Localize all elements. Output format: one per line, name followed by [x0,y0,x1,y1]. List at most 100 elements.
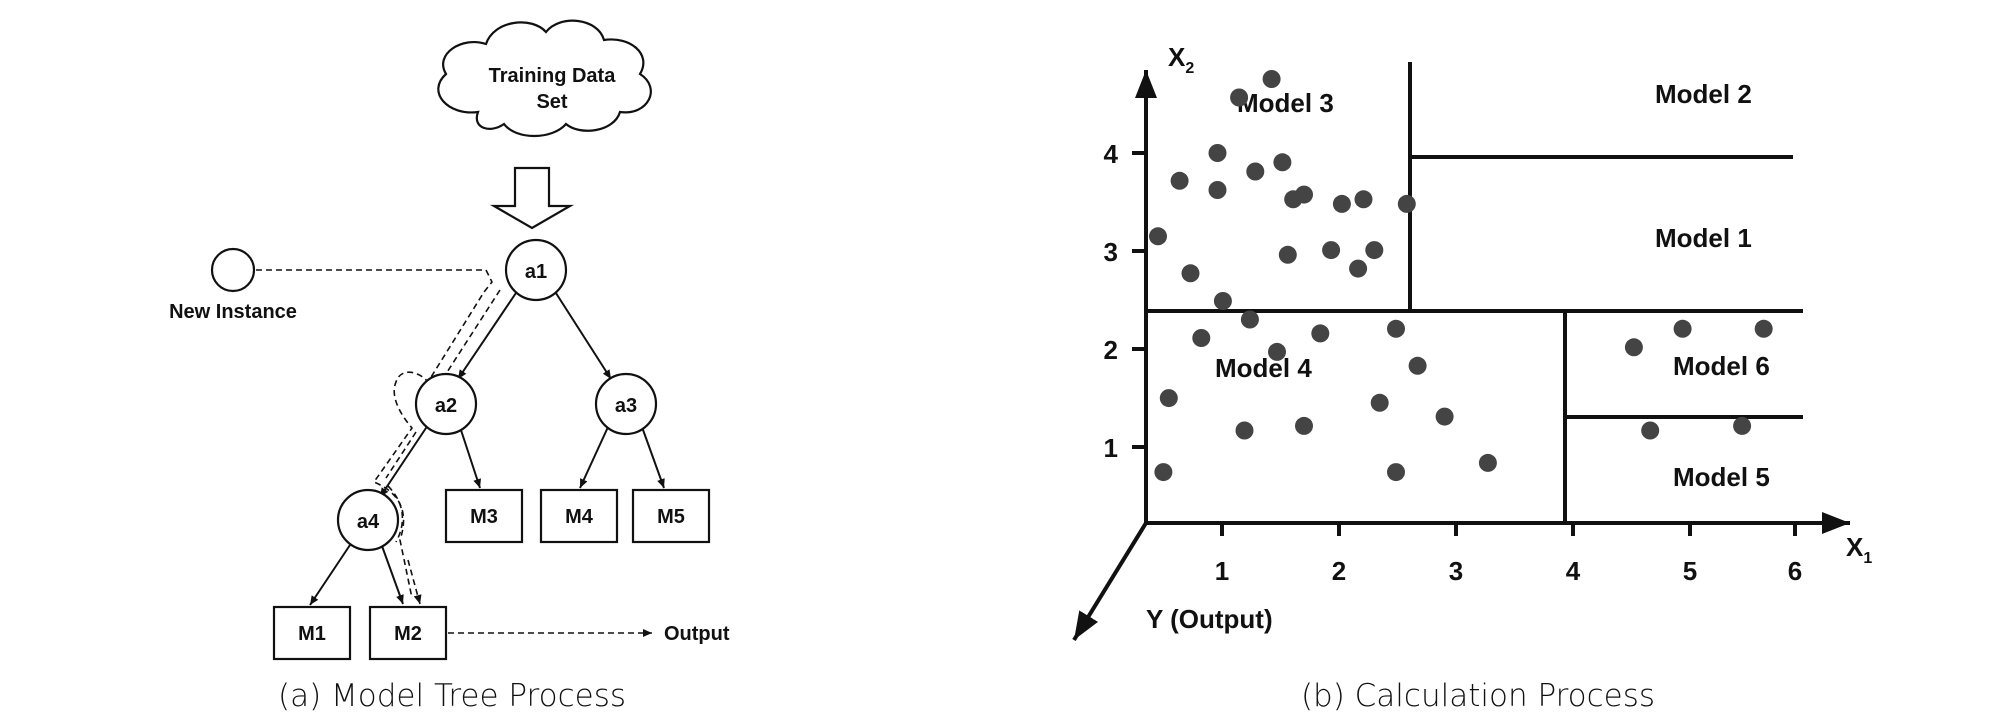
scatter-point-22 [1268,342,1286,361]
scatter-point-19 [1365,241,1384,260]
scatter-point-26 [1159,389,1178,408]
region-model-5: Model 5 [1673,462,1770,492]
scatter-point-7 [1181,264,1200,283]
scatter-point-34 [1624,338,1643,357]
caption-b: (b) Calculation Process [1301,678,1655,714]
scatter-point-12 [1246,162,1265,181]
leaf-m1: M1 [272,605,352,661]
scatter-point-8 [1213,292,1232,310]
caption-a: (a) Model Tree Process [278,678,626,714]
region-model-3: Model 3 [1237,88,1334,118]
x2-axis-label: X2 [1168,42,1194,77]
leaf-m5: M5 [631,488,711,544]
instance-path-to-m2 [407,559,422,605]
leaf-m3: M3 [444,488,524,544]
x-tick-6: 6 [1788,556,1802,586]
scatter-point-3 [1208,181,1227,199]
scatter-point-29 [1370,393,1389,412]
region-model-1: Model 1 [1655,223,1752,253]
y-tick-1: 1 [1104,433,1118,463]
y-tick-3: 3 [1104,237,1118,267]
scatter-point-2 [1262,70,1281,88]
scatter-point-38 [1733,416,1752,435]
scatter-point-17 [1397,194,1416,213]
scatter-point-31 [1154,463,1173,482]
node-a4: a4 [336,488,400,552]
scatter-point-23 [1311,324,1330,343]
x-tick-3: 3 [1449,556,1463,586]
region-model-6: Model 6 [1673,351,1770,381]
edge-a3-m5 [641,426,665,489]
y-output-label: Y (Output) [1146,604,1273,634]
scatter-point-24 [1387,319,1405,338]
scatter-point-21 [1192,329,1211,347]
leaf-m2-label: M2 [394,623,422,645]
y-tick-2: 2 [1104,335,1118,365]
node-a1: a1 [504,238,568,302]
node-a3-label: a3 [615,395,637,417]
y-tick-4: 4 [1104,139,1119,169]
x-tick-2: 2 [1332,556,1346,586]
scatter-point-1 [1230,88,1249,107]
leaf-m4: M4 [539,488,619,544]
scatter-point-30 [1435,407,1454,426]
leaf-m1-label: M1 [298,623,326,645]
new-instance-label: New Instance [169,301,297,323]
training-data-label-line2: Set [536,91,567,113]
node-a2: a2 [414,372,478,436]
scatter-point-11 [1208,144,1227,162]
scatter-point-32 [1387,463,1405,482]
leaf-m3-label: M3 [470,506,498,528]
big-down-arrow [489,166,575,230]
output-label: Output [664,623,730,645]
scatter-point-10 [1278,245,1297,264]
region-model-2: Model 2 [1655,79,1752,109]
scatter-point-16 [1354,190,1373,209]
scatter-points [1149,70,1773,482]
scatter-point-33 [1478,453,1497,472]
scatter-point-9 [1273,153,1292,172]
scatter-point-27 [1235,421,1254,440]
scatter-point-6 [1149,227,1167,246]
node-a1-label: a1 [525,261,547,283]
x1-axis-label: X1 [1846,532,1872,567]
edge-a3-m4 [579,426,609,489]
model-tree-panel: Training Data Set New Instance a1 a2 [169,19,730,714]
x-ticks: 1 2 3 4 5 6 [1215,523,1802,586]
edge-a2-a4 [379,424,429,498]
node-a4-label: a4 [357,511,380,533]
scatter-point-14 [1295,185,1313,204]
node-a2-label: a2 [435,395,457,417]
leaf-m5-label: M5 [657,506,685,528]
leaf-m4-label: M4 [565,506,594,528]
scatter-point-37 [1641,421,1660,440]
scatter-point-18 [1349,259,1368,278]
y-ticks: 4 3 2 1 [1104,139,1146,463]
y-axis-diagonal [1072,521,1148,642]
scatter-point-28 [1295,416,1313,435]
leaf-m2: M2 [368,605,448,661]
training-data-cloud: Training Data Set [437,19,652,137]
x-tick-4: 4 [1566,556,1581,586]
instance-path-dashed-inner [385,289,501,543]
edge-a4-m1 [309,544,351,606]
scatter-point-5 [1170,171,1189,190]
node-a3: a3 [594,372,658,436]
x-tick-5: 5 [1683,556,1697,586]
scatter-point-25 [1408,356,1427,375]
edge-a1-a2 [457,289,519,380]
scatter-point-4 [1240,310,1259,329]
scatter-point-35 [1673,319,1692,338]
x-tick-1: 1 [1215,556,1229,586]
edge-a4-m2 [381,545,404,605]
training-data-label-line1: Training Data [489,65,617,87]
scatter-point-15 [1332,194,1351,213]
edge-a1-a3 [553,289,612,380]
scatter-point-36 [1754,319,1773,338]
region-partitions [1146,62,1803,523]
scatter-point-20 [1322,241,1341,260]
edge-a2-m3 [459,426,481,489]
new-instance-node [210,247,256,293]
region-model-4: Model 4 [1215,353,1312,383]
